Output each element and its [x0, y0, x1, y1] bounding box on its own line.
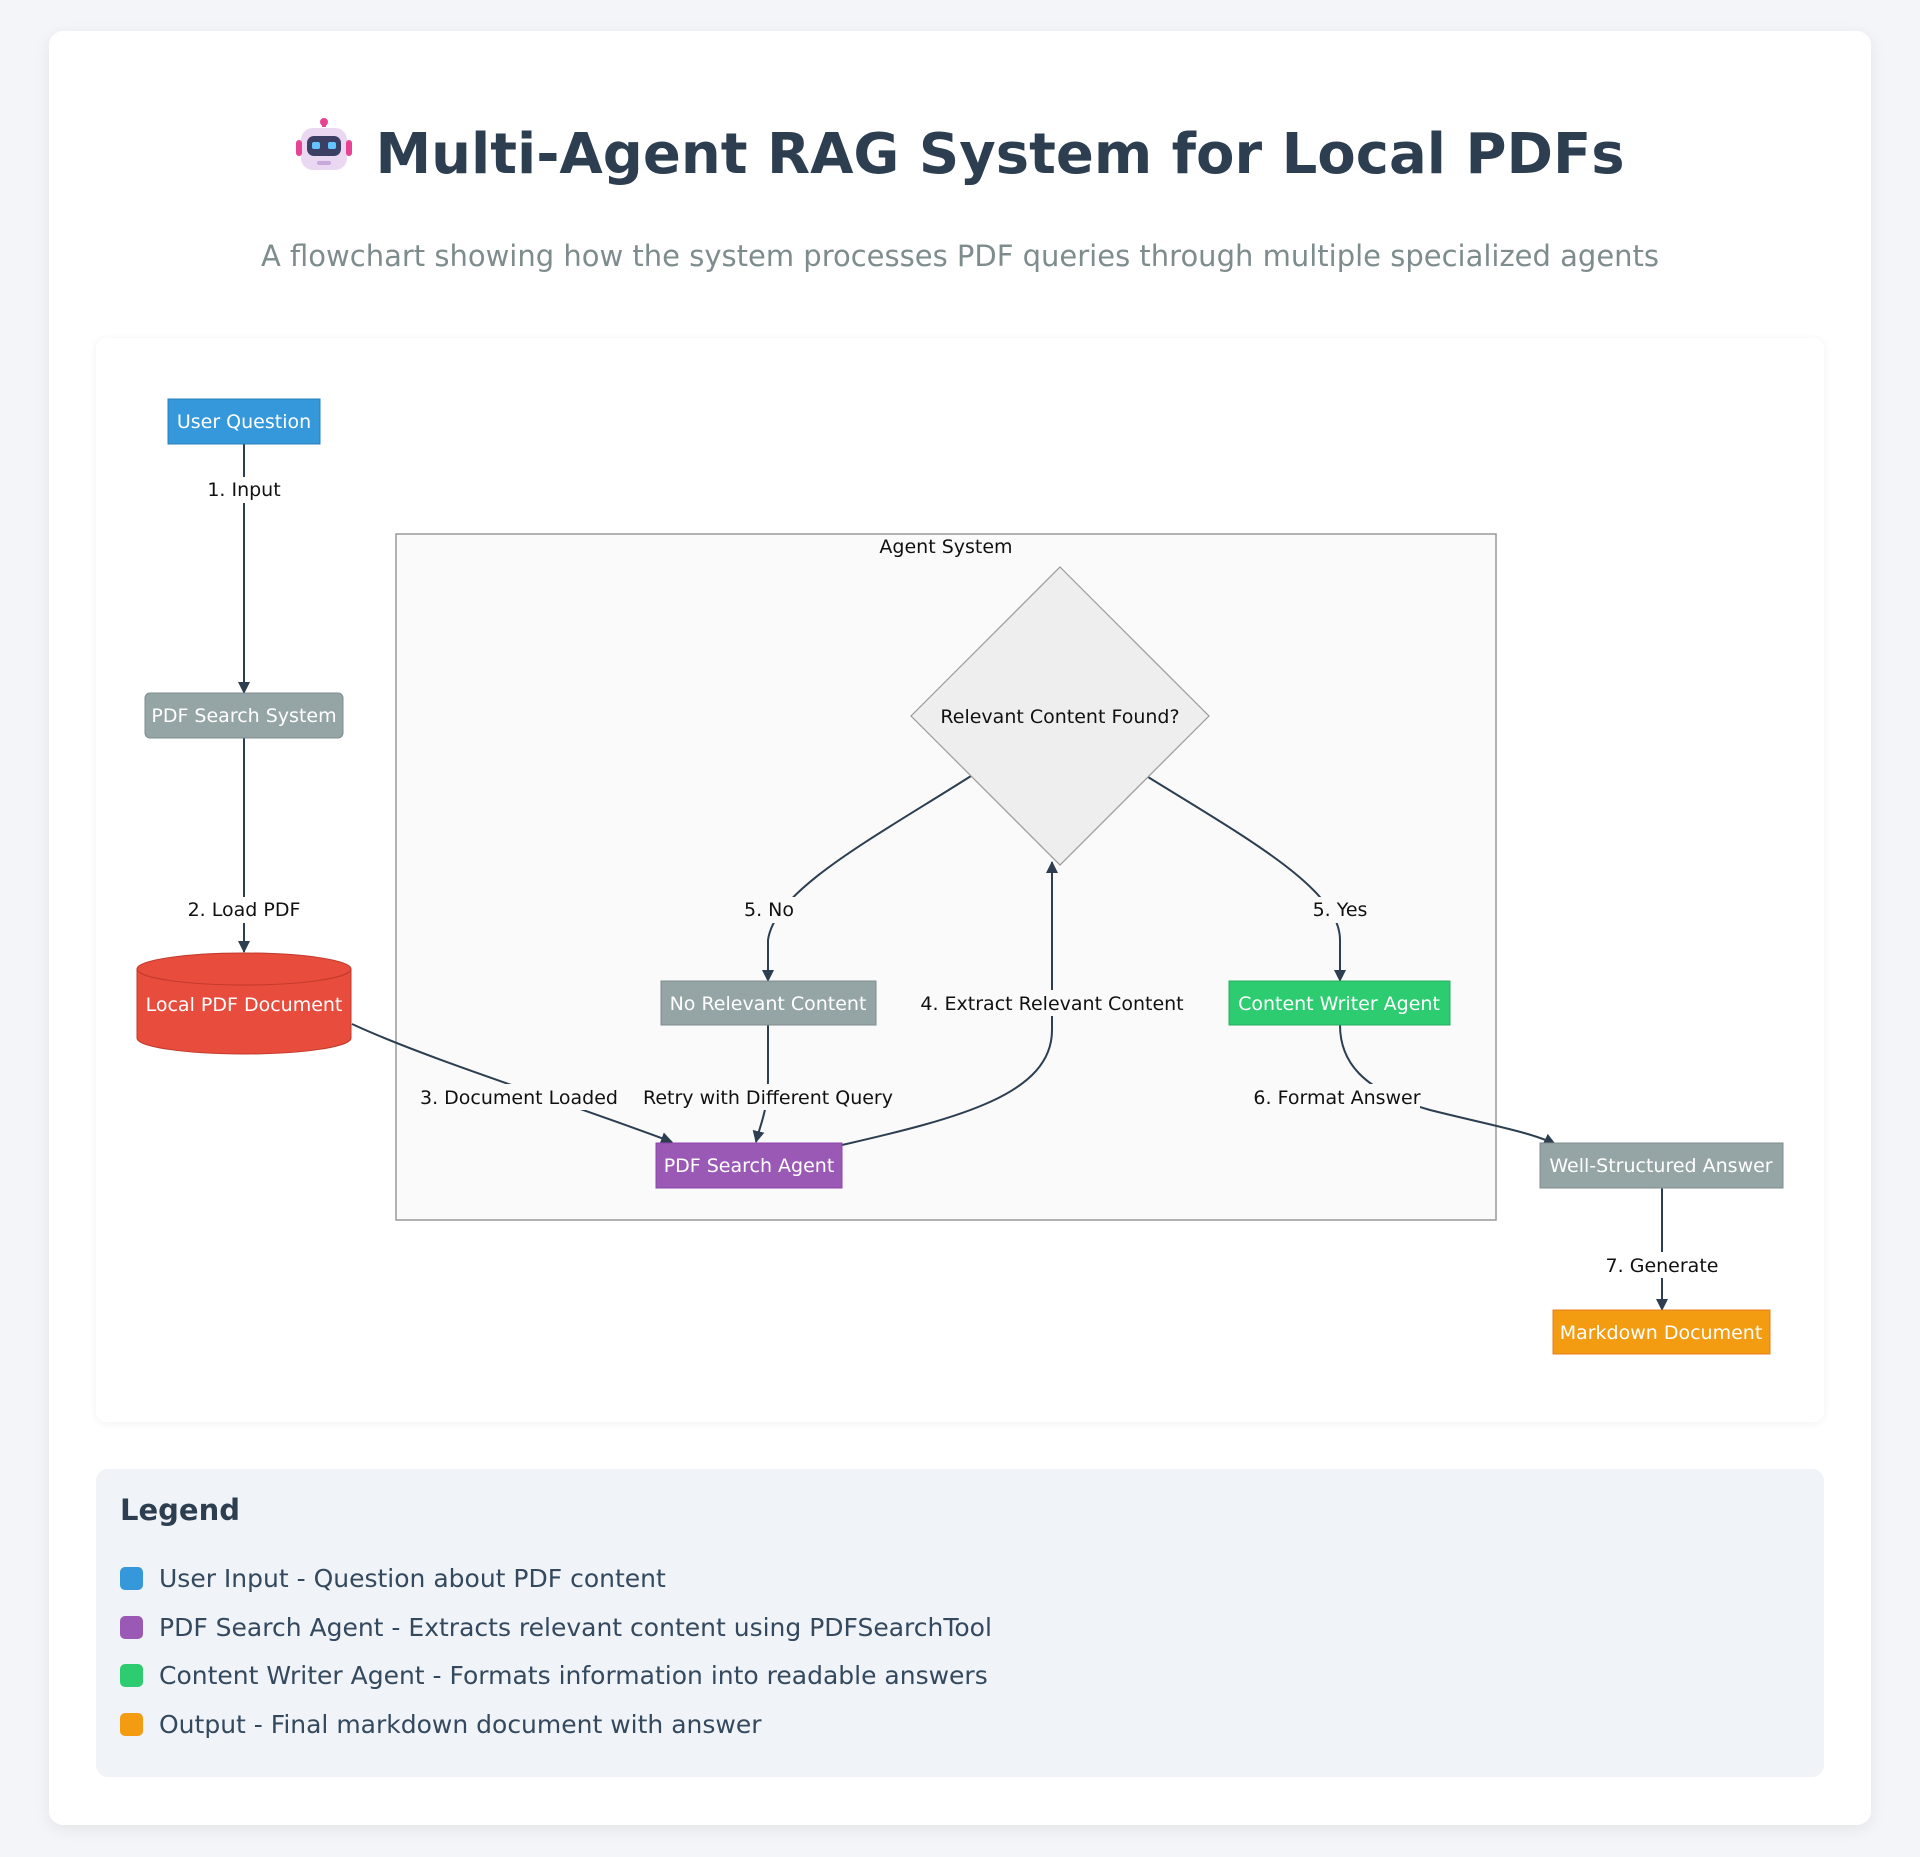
legend-swatch [120, 1566, 143, 1590]
edge-label-extract: 4. Extract Relevant Content [920, 993, 1183, 1015]
svg-text:No Relevant Content: No Relevant Content [670, 993, 867, 1015]
node-no-relevant-content[interactable]: No Relevant Content [660, 980, 877, 1026]
legend-item-user-input: User Input - Question about PDF content [120, 1558, 666, 1598]
svg-text:Local PDF Document: Local PDF Document [146, 994, 343, 1016]
edge-no [762, 775, 972, 982]
svg-text:Markdown Document: Markdown Document [1560, 1322, 1763, 1344]
legend-item-output: Output - Final markdown document with an… [120, 1704, 762, 1744]
node-content-writer-agent[interactable]: Content Writer Agent [1228, 980, 1451, 1026]
edge-document-loaded [351, 1023, 673, 1144]
legend-swatch [120, 1663, 143, 1687]
node-relevant-content-decision[interactable]: Relevant Content Found? [910, 566, 1210, 866]
flowchart: Agent System 1. Input 2. Load PDF 3. Doc… [136, 398, 1784, 1355]
node-user-question[interactable]: User Question [167, 398, 321, 445]
legend-panel: Legend User Input - Question about PDF c… [96, 1469, 1824, 1777]
svg-text:Content Writer Agent: Content Writer Agent [1238, 993, 1440, 1015]
edge-format [1339, 1024, 1556, 1145]
edge-label-yes: 5. Yes [1313, 899, 1368, 921]
node-well-structured-answer[interactable]: Well-Structured Answer [1539, 1142, 1784, 1189]
node-pdf-search-system[interactable]: PDF Search System [144, 692, 344, 739]
svg-text:PDF Search Agent: PDF Search Agent [664, 1155, 835, 1177]
edge-retry [752, 1025, 769, 1143]
node-local-pdf-document[interactable]: Local PDF Document [136, 952, 352, 1055]
svg-text:Relevant Content Found?: Relevant Content Found? [940, 706, 1179, 728]
page-title: Multi-Agent RAG System for Local PDFs [0, 115, 1920, 198]
legend-title: Legend [120, 1493, 240, 1527]
node-pdf-search-agent[interactable]: PDF Search Agent [655, 1142, 843, 1189]
legend-swatch [120, 1712, 143, 1736]
edge-label-format: 6. Format Answer [1253, 1087, 1420, 1109]
legend-item-content-writer-agent: Content Writer Agent - Formats informati… [120, 1655, 988, 1695]
node-markdown-document[interactable]: Markdown Document [1552, 1309, 1771, 1355]
edge-label-load-pdf: 2. Load PDF [188, 899, 301, 921]
robot-icon [295, 117, 353, 198]
agent-system-label: Agent System [879, 536, 1012, 558]
legend-swatch [120, 1615, 143, 1639]
edge-label-generate: 7. Generate [1606, 1255, 1719, 1277]
edge-label-no: 5. No [744, 899, 794, 921]
svg-text:PDF Search System: PDF Search System [151, 705, 336, 727]
edge-label-document-loaded: 3. Document Loaded [420, 1087, 618, 1109]
edge-label-input: 1. Input [207, 479, 280, 501]
title-text: Multi-Agent RAG System for Local PDFs [375, 122, 1625, 187]
agent-system-subgraph [395, 533, 1497, 1221]
edge-label-retry: Retry with Different Query [643, 1087, 893, 1109]
edge-extract [841, 861, 1058, 1146]
edge-yes [1147, 776, 1346, 982]
legend-item-pdf-search-agent: PDF Search Agent - Extracts relevant con… [120, 1607, 992, 1647]
svg-text:User Question: User Question [177, 411, 311, 433]
svg-text:Well-Structured Answer: Well-Structured Answer [1549, 1155, 1772, 1177]
page-subtitle: A flowchart showing how the system proce… [260, 239, 1660, 273]
